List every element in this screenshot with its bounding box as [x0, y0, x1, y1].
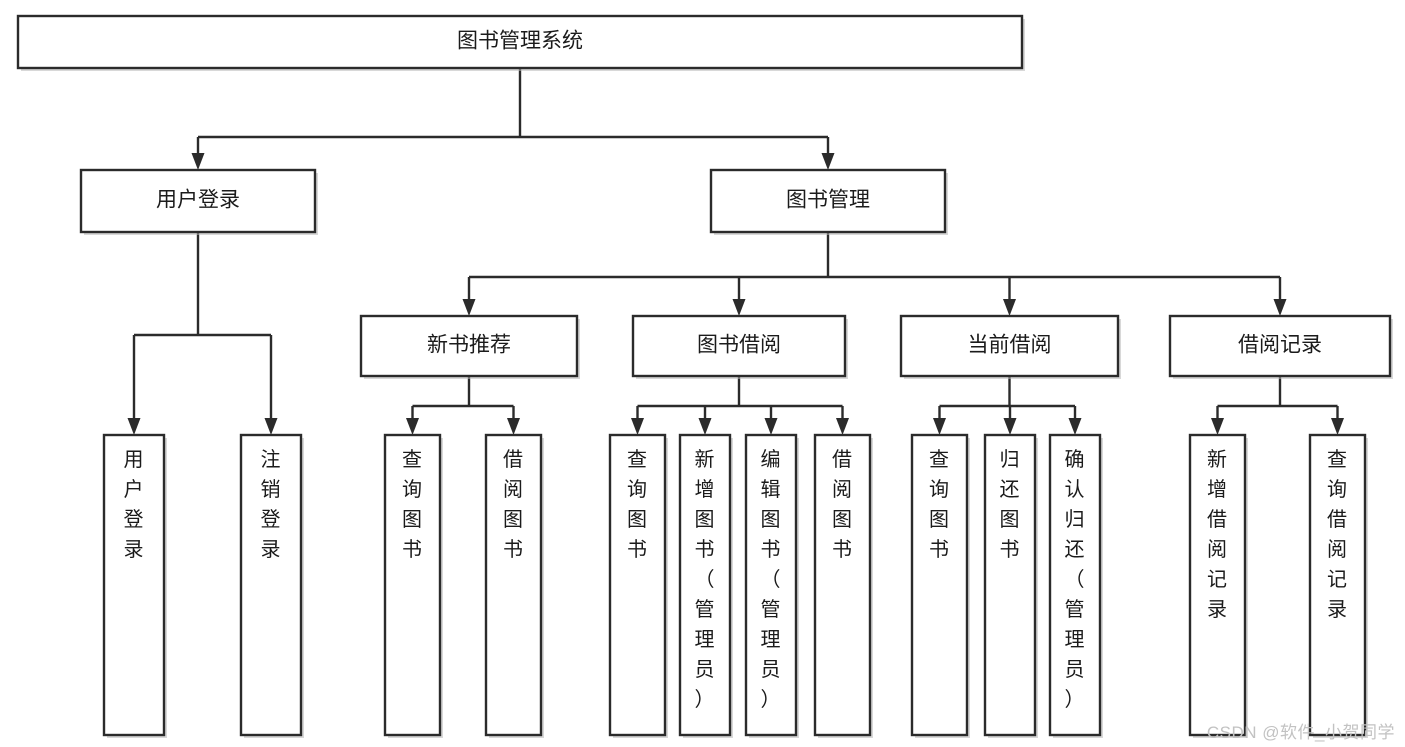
arrow-head: [462, 299, 476, 316]
arrow-head: [1003, 299, 1016, 316]
arrow-head: [836, 418, 849, 435]
node-layer: 图书管理系统用户登录图书管理新书推荐图书借阅当前借阅借阅记录用户登录注销登录查询…: [16, 14, 1393, 738]
node-label: 图书管理: [786, 189, 870, 212]
arrow-head: [406, 418, 419, 435]
node-leaf-edit-book[interactable]: 编辑图书（管理员）: [744, 433, 799, 738]
node-label: 图书管理系统: [457, 30, 583, 53]
node-box[interactable]: [1308, 433, 1367, 737]
node-label: 图书借阅: [697, 334, 781, 357]
node-box[interactable]: [709, 168, 947, 234]
node-leaf-confirm-return[interactable]: 确认归还（管理员）: [1048, 433, 1103, 738]
node-box[interactable]: [910, 433, 969, 737]
node-box[interactable]: [484, 433, 543, 737]
node-book-manage[interactable]: 图书管理: [709, 168, 948, 235]
node-root[interactable]: 图书管理系统: [16, 14, 1025, 71]
node-box[interactable]: [359, 314, 579, 378]
edge-group: [191, 68, 835, 170]
node-box[interactable]: [608, 433, 667, 737]
arrow-head: [821, 153, 835, 170]
arrow-head: [1273, 299, 1287, 316]
node-box[interactable]: [678, 433, 732, 737]
arrow-head: [1331, 418, 1344, 435]
node-label: 编辑图书（管理员）: [761, 448, 782, 711]
node-label: 借阅记录: [1238, 334, 1322, 357]
node-borrow-record[interactable]: 借阅记录: [1168, 314, 1393, 379]
node-leaf-user-login[interactable]: 用户登录: [102, 433, 167, 738]
node-leaf-logout[interactable]: 注销登录: [239, 433, 304, 738]
arrow-head: [764, 418, 778, 435]
node-label: 新增图书（管理员）: [695, 448, 716, 711]
node-box[interactable]: [1168, 314, 1392, 378]
node-leaf-add-book[interactable]: 新增图书（管理员）: [678, 433, 733, 738]
node-leaf-borrow-book-recommend[interactable]: 借阅图书: [484, 433, 544, 738]
node-label: 借阅图书: [503, 448, 524, 561]
node-user-login[interactable]: 用户登录: [79, 168, 318, 235]
node-label: 用户登录: [124, 449, 145, 561]
node-label: 查询图书: [627, 448, 648, 561]
node-label: 查询借阅记录: [1327, 448, 1348, 621]
node-box[interactable]: [899, 314, 1120, 378]
edge-group: [933, 376, 1082, 435]
node-box[interactable]: [102, 433, 166, 737]
node-label: 注销登录: [261, 448, 282, 561]
node-label: 查询图书: [929, 448, 950, 561]
arrow-head: [507, 418, 520, 435]
node-label: 新增借阅记录: [1207, 448, 1228, 621]
node-leaf-borrow-book[interactable]: 借阅图书: [813, 433, 873, 738]
arrow-head: [1068, 418, 1082, 435]
node-box[interactable]: [79, 168, 317, 234]
node-box[interactable]: [744, 433, 798, 737]
arrow-head: [732, 299, 746, 316]
edge-group: [631, 376, 849, 435]
node-box[interactable]: [631, 314, 847, 378]
arrow-head: [127, 418, 141, 435]
node-leaf-return-book[interactable]: 归还图书: [983, 433, 1038, 738]
node-label: 查询图书: [402, 448, 423, 561]
connector-layer: [127, 68, 1344, 435]
node-label: 用户登录: [156, 189, 240, 212]
node-leaf-add-borrow-record[interactable]: 新增借阅记录: [1188, 433, 1248, 738]
node-box[interactable]: [1188, 433, 1247, 737]
node-leaf-query-book-current[interactable]: 查询图书: [910, 433, 970, 738]
arrow-head: [264, 418, 278, 435]
arrow-head: [1211, 418, 1224, 435]
arrow-head: [698, 418, 712, 435]
node-box[interactable]: [383, 433, 442, 737]
edge-group: [1211, 376, 1344, 435]
edge-group: [462, 232, 1287, 316]
edge-group: [127, 232, 278, 435]
node-leaf-query-book-recommend[interactable]: 查询图书: [383, 433, 443, 738]
node-label: 借阅图书: [832, 448, 853, 561]
node-label: 当前借阅: [968, 334, 1052, 357]
node-label: 确认归还（管理员）: [1065, 448, 1086, 711]
node-current-borrow[interactable]: 当前借阅: [899, 314, 1121, 379]
node-box[interactable]: [16, 14, 1024, 70]
node-label: 新书推荐: [427, 334, 511, 357]
node-new-book-recommend[interactable]: 新书推荐: [359, 314, 580, 379]
node-leaf-query-book-borrow[interactable]: 查询图书: [608, 433, 668, 738]
node-box[interactable]: [1048, 433, 1102, 737]
arrow-head: [933, 418, 946, 435]
node-box[interactable]: [983, 433, 1037, 737]
node-box[interactable]: [239, 433, 303, 737]
node-book-borrow[interactable]: 图书借阅: [631, 314, 848, 379]
node-leaf-query-borrow-record[interactable]: 查询借阅记录: [1308, 433, 1368, 738]
arrow-head: [631, 418, 644, 435]
node-box[interactable]: [813, 433, 872, 737]
arrow-head: [191, 153, 205, 170]
node-label: 归还图书: [1000, 448, 1021, 561]
edge-group: [406, 376, 520, 435]
arrow-head: [1003, 418, 1017, 435]
